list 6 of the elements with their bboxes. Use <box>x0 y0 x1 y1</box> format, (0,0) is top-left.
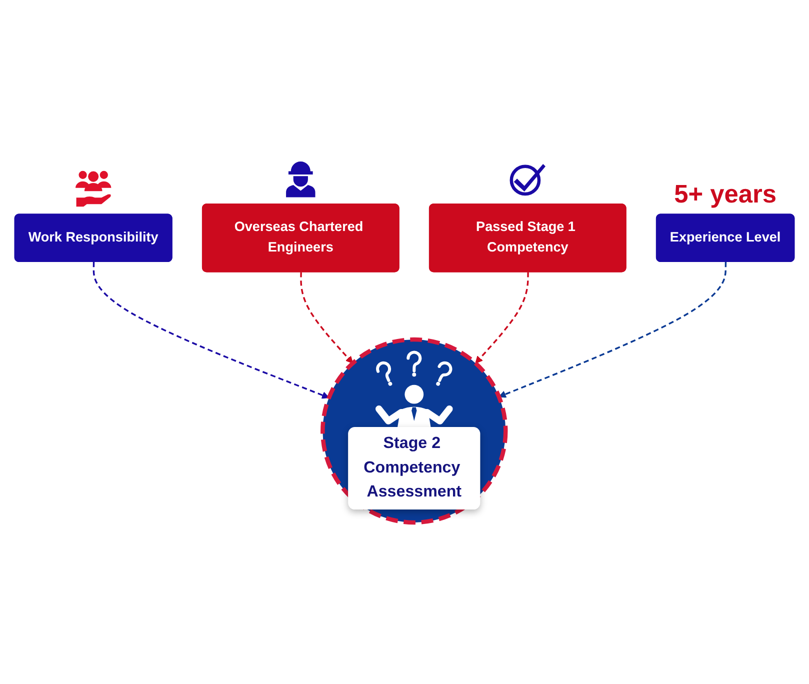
arrow <box>475 272 529 364</box>
node-circle: Stage 2 Competency Assessment <box>320 337 508 525</box>
node-side-text: 5+ years <box>674 180 776 208</box>
arrow <box>92 262 330 399</box>
arrow <box>300 272 354 364</box>
arrow <box>498 262 727 398</box>
